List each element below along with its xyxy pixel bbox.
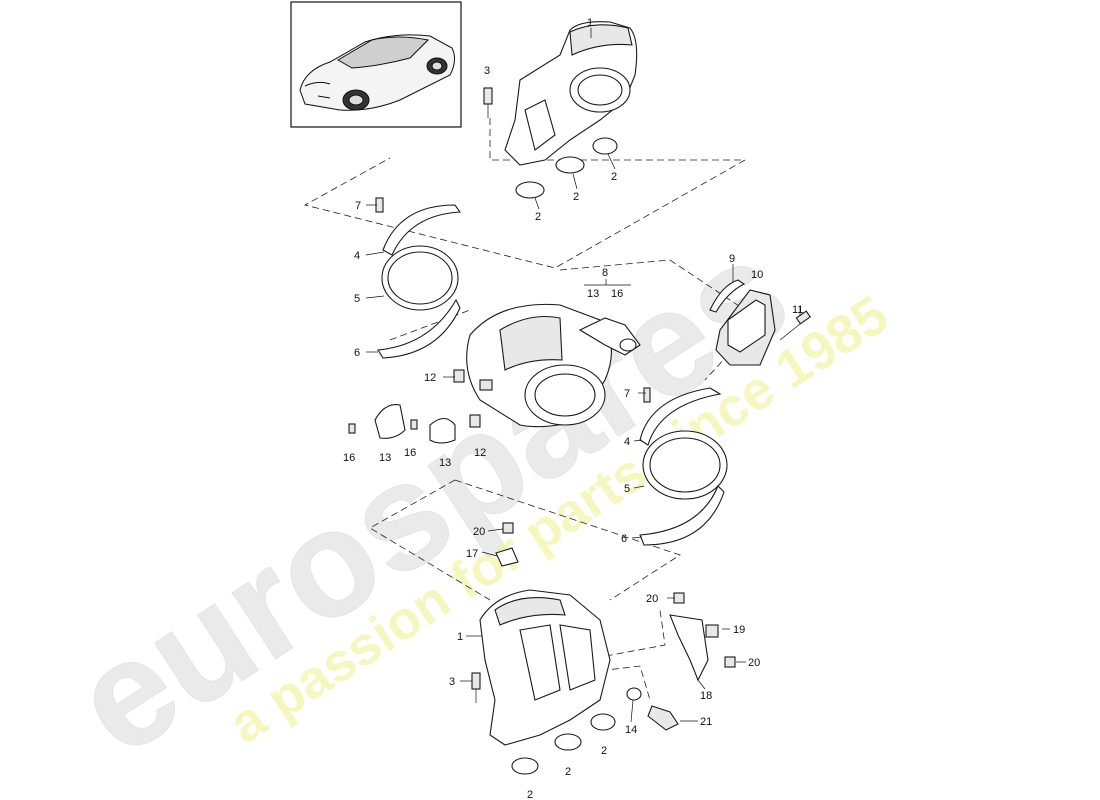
clamp-set-upper [375, 197, 462, 359]
callout-7-upper: 7 [355, 200, 361, 212]
callout-10: 10 [751, 269, 763, 281]
watermark: eurospares a passion for parts since 198… [45, 205, 898, 787]
intake-manifold-bottom [471, 522, 736, 775]
callout-20-c: 20 [748, 657, 760, 669]
callout-17: 17 [466, 548, 478, 560]
callout-7-lower: 7 [624, 388, 630, 400]
callout-2-top-a: 2 [535, 211, 541, 223]
callout-11: 11 [792, 304, 803, 316]
callout-16-mid: 16 [404, 447, 416, 459]
callout-9: 9 [729, 253, 735, 265]
clamp-set-lower [639, 387, 728, 546]
callout-1-lower: 1 [457, 631, 463, 643]
car-thumbnail [290, 1, 462, 128]
callout-14: 14 [625, 724, 637, 736]
sensor-group-left [348, 404, 456, 444]
callout-5-lower: 5 [624, 483, 630, 495]
callout-2-lower-a: 2 [601, 745, 607, 757]
callout-20-a: 20 [473, 526, 485, 538]
callout-2-top-b: 2 [573, 191, 579, 203]
callout-19: 19 [733, 624, 745, 636]
callout-20-b: 20 [646, 593, 658, 605]
car-icon [299, 34, 456, 111]
callout-12-lower: 12 [474, 447, 486, 459]
callout-2-lower-b: 2 [565, 766, 571, 778]
callout-3-lower: 3 [449, 676, 455, 688]
callout-2-lower-d: 2 [527, 789, 533, 800]
callout-6-lower: 6 [621, 533, 627, 545]
callout-6-upper: 6 [354, 347, 360, 359]
callout-labels: 1 3 2 2 2 7 4 5 6 8 13 16 9 10 11 12 16 … [343, 17, 803, 800]
callout-13-bracket: 13 [587, 288, 599, 300]
leader-lines [365, 28, 801, 723]
callout-12-upper: 12 [424, 372, 436, 384]
callout-13-mid: 13 [439, 457, 451, 469]
callout-21: 21 [700, 716, 712, 728]
callout-8: 8 [602, 267, 608, 279]
callout-16-bracket: 16 [611, 288, 623, 300]
callout-3-top: 3 [484, 65, 490, 77]
throttle-actuator [709, 279, 811, 366]
throttle-housing [453, 303, 641, 428]
callout-5-upper: 5 [354, 293, 360, 305]
intake-manifold-top [483, 21, 638, 199]
callout-13-left: 13 [379, 452, 391, 464]
callout-1-top: 1 [587, 17, 593, 29]
callout-2-top-c: 2 [611, 171, 617, 183]
callout-4-upper: 4 [354, 250, 360, 262]
callout-16-left: 16 [343, 452, 355, 464]
callout-18: 18 [700, 690, 712, 702]
callout-4-lower: 4 [624, 436, 630, 448]
